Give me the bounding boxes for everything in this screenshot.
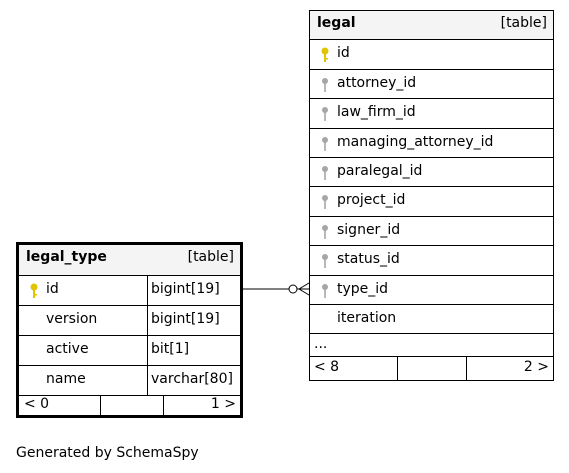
foreign-key-icon xyxy=(322,107,328,121)
foreign-key-icon xyxy=(322,284,328,298)
footer-parents-cell[interactable]: < 8 xyxy=(310,357,398,380)
more-columns-ellipsis: ... xyxy=(314,336,328,352)
column-name: id xyxy=(46,281,59,297)
legal-type-column-row[interactable]: version bigint[19] xyxy=(19,306,240,336)
column-name: attorney_id xyxy=(337,75,417,91)
column-type: varchar[80] xyxy=(151,371,233,387)
column-type: bigint[19] xyxy=(151,281,220,297)
legal-table-kind: [table] xyxy=(500,15,547,31)
column-name: paralegal_id xyxy=(337,163,423,179)
footer-middle-cell xyxy=(398,357,467,380)
crows-foot-upper xyxy=(298,282,310,290)
column-name: law_firm_id xyxy=(337,104,416,120)
legal-type-table-footer: < 0 1 > xyxy=(19,396,240,415)
zero-cardinality-circle xyxy=(288,284,298,294)
footer-parents-cell[interactable]: < 0 xyxy=(19,396,101,415)
legal-column-row[interactable]: attorney_id xyxy=(310,70,553,99)
legal-column-row[interactable]: status_id xyxy=(310,246,553,276)
legal-column-row[interactable]: paralegal_id xyxy=(310,158,553,187)
legal-type-column-row[interactable]: active bit[1] xyxy=(19,336,240,366)
foreign-key-icon xyxy=(322,225,328,239)
column-name: status_id xyxy=(337,251,400,267)
column-name: name xyxy=(46,371,86,387)
legal-table-footer: < 8 2 > xyxy=(310,357,553,380)
column-name: managing_attorney_id xyxy=(337,134,494,150)
generated-by-credit: Generated by SchemaSpy xyxy=(16,445,199,461)
foreign-key-icon xyxy=(322,78,328,92)
legal-type-table[interactable]: legal_type [table] id bigint[19] version… xyxy=(16,242,243,418)
crows-foot-lower xyxy=(298,288,310,296)
column-type: bigint[19] xyxy=(151,311,220,327)
column-name: active xyxy=(46,341,89,357)
legal-column-row[interactable]: managing_attorney_id xyxy=(310,129,553,158)
column-name-cell: active xyxy=(19,336,148,365)
foreign-key-icon xyxy=(322,254,328,268)
column-name: id xyxy=(337,45,350,61)
column-name: project_id xyxy=(337,192,406,208)
legal-table-name: legal xyxy=(317,15,356,31)
foreign-key-icon xyxy=(322,137,328,151)
column-name: type_id xyxy=(337,281,389,297)
column-name-cell: version xyxy=(19,306,148,335)
footer-children-cell[interactable]: 1 > xyxy=(164,396,240,415)
children-count: 2 > xyxy=(523,359,549,375)
column-type: bit[1] xyxy=(151,341,190,357)
legal-column-row[interactable]: law_firm_id xyxy=(310,99,553,129)
legal-more-row: ... xyxy=(310,334,553,357)
footer-children-cell[interactable]: 2 > xyxy=(467,357,553,380)
column-name: signer_id xyxy=(337,222,401,238)
footer-middle-cell xyxy=(101,396,164,415)
parents-count: < 8 xyxy=(314,359,340,375)
legal-type-column-row[interactable]: name varchar[80] xyxy=(19,366,240,396)
column-name: iteration xyxy=(337,310,397,326)
legal-type-column-row[interactable]: id bigint[19] xyxy=(19,276,240,306)
legal-column-row[interactable]: iteration xyxy=(310,305,553,334)
foreign-key-icon xyxy=(322,166,328,180)
primary-key-icon xyxy=(321,47,329,62)
column-name-cell: name xyxy=(19,366,148,395)
primary-key-icon xyxy=(30,283,38,298)
parents-count: < 0 xyxy=(24,396,50,412)
legal-type-table-kind: [table] xyxy=(187,249,234,265)
children-count: 1 > xyxy=(210,396,236,412)
legal-column-row[interactable]: project_id xyxy=(310,187,553,217)
legal-type-table-header[interactable]: legal_type [table] xyxy=(19,245,240,276)
legal-column-row[interactable]: signer_id xyxy=(310,217,553,246)
legal-type-table-name: legal_type xyxy=(26,249,107,265)
legal-table[interactable]: legal [table] id attorney_id law_firm_id… xyxy=(309,10,554,381)
column-name-cell: id xyxy=(19,276,148,305)
legal-column-row[interactable]: id xyxy=(310,40,553,70)
foreign-key-icon xyxy=(322,195,328,209)
column-name: version xyxy=(46,311,98,327)
legal-column-row[interactable]: type_id xyxy=(310,276,553,305)
legal-table-header[interactable]: legal [table] xyxy=(310,11,553,40)
